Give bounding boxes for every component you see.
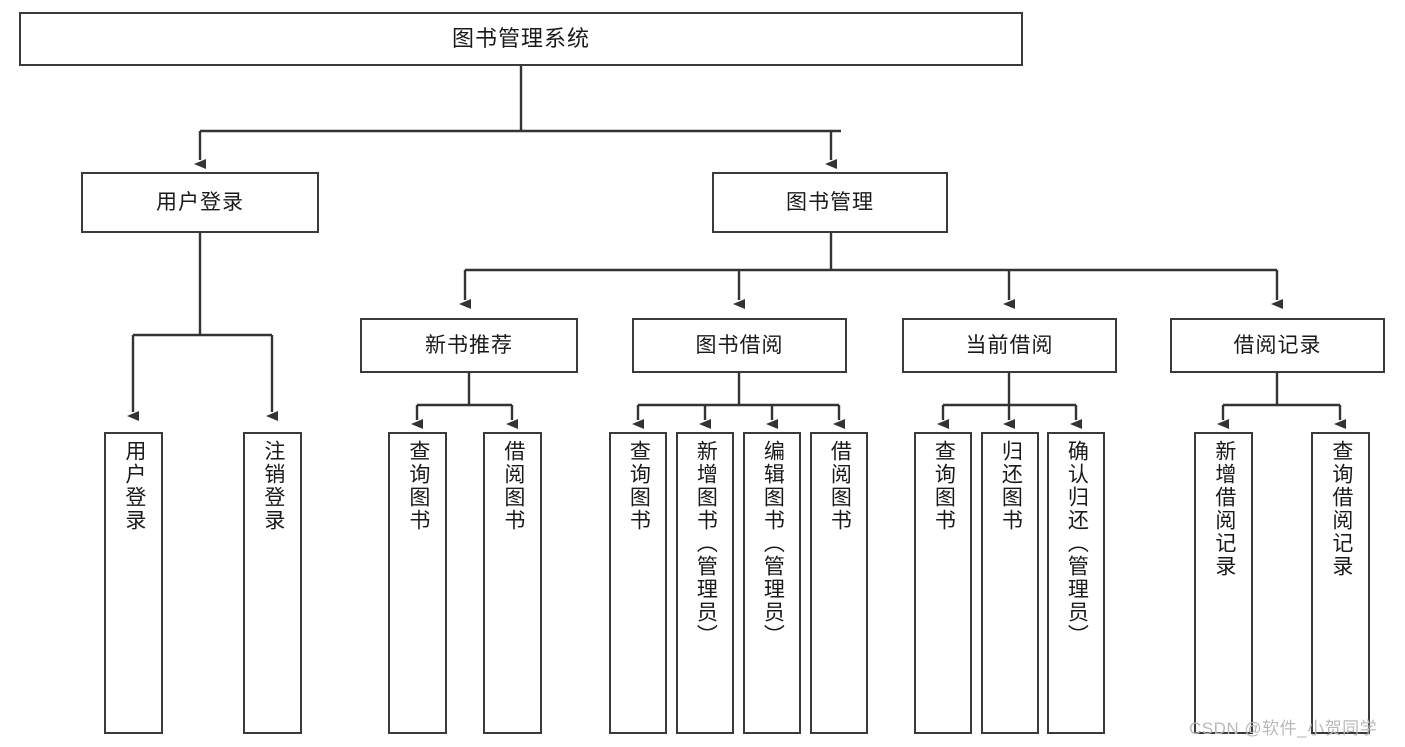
node-current-borrow[interactable]: 当前借阅 — [902, 318, 1117, 373]
leaf-add-book-admin[interactable]: 新增图书（管理员） — [676, 432, 734, 734]
node-new-book-recommend[interactable]: 新书推荐 — [360, 318, 578, 373]
leaf-query-book-recommend[interactable]: 查询图书 — [388, 432, 447, 734]
leaf-return-book[interactable]: 归还图书 — [981, 432, 1039, 734]
node-label: 编辑图书（管理员） — [761, 440, 785, 647]
node-root-system[interactable]: 图书管理系统 — [19, 12, 1023, 66]
node-label: 新增图书（管理员） — [694, 440, 718, 647]
leaf-confirm-return-admin[interactable]: 确认归还（管理员） — [1047, 432, 1105, 734]
csdn-watermark: CSDN @软件_小贺同学 — [1189, 719, 1378, 738]
node-label: 当前借阅 — [965, 333, 1054, 357]
node-user-login[interactable]: 用户登录 — [81, 172, 319, 233]
node-label: 查询图书 — [627, 440, 651, 532]
node-borrow-record[interactable]: 借阅记录 — [1170, 318, 1385, 373]
node-label: 新书推荐 — [425, 333, 513, 357]
node-label: 注销登录 — [261, 440, 285, 532]
node-label: 借阅图书 — [828, 440, 852, 532]
node-label: 确认归还（管理员） — [1065, 440, 1089, 647]
node-label: 图书管理 — [786, 190, 874, 214]
leaf-add-borrow-record[interactable]: 新增借阅记录 — [1194, 432, 1253, 734]
leaf-query-borrow-record[interactable]: 查询借阅记录 — [1311, 432, 1370, 734]
leaf-query-book-borrow[interactable]: 查询图书 — [609, 432, 667, 734]
node-label: 用户登录 — [156, 190, 244, 214]
node-label: 查询图书 — [406, 440, 430, 532]
leaf-edit-book-admin[interactable]: 编辑图书（管理员） — [743, 432, 801, 734]
leaf-logout[interactable]: 注销登录 — [243, 432, 302, 734]
node-book-management[interactable]: 图书管理 — [712, 172, 948, 233]
node-label: 查询图书 — [932, 440, 956, 532]
node-label: 图书借阅 — [695, 333, 784, 357]
leaf-query-book-current[interactable]: 查询图书 — [914, 432, 972, 734]
node-label: 借阅图书 — [501, 440, 525, 532]
node-label: 新增借阅记录 — [1212, 440, 1236, 578]
leaf-borrow-book-recommend[interactable]: 借阅图书 — [483, 432, 542, 734]
node-label: 查询借阅记录 — [1329, 440, 1353, 578]
node-book-borrow[interactable]: 图书借阅 — [632, 318, 847, 373]
leaf-borrow-book[interactable]: 借阅图书 — [810, 432, 868, 734]
node-label: 图书管理系统 — [451, 25, 590, 51]
node-label: 用户登录 — [122, 440, 146, 532]
node-label: 借阅记录 — [1233, 333, 1322, 357]
leaf-user-login[interactable]: 用户登录 — [104, 432, 163, 734]
node-label: 归还图书 — [999, 440, 1023, 532]
